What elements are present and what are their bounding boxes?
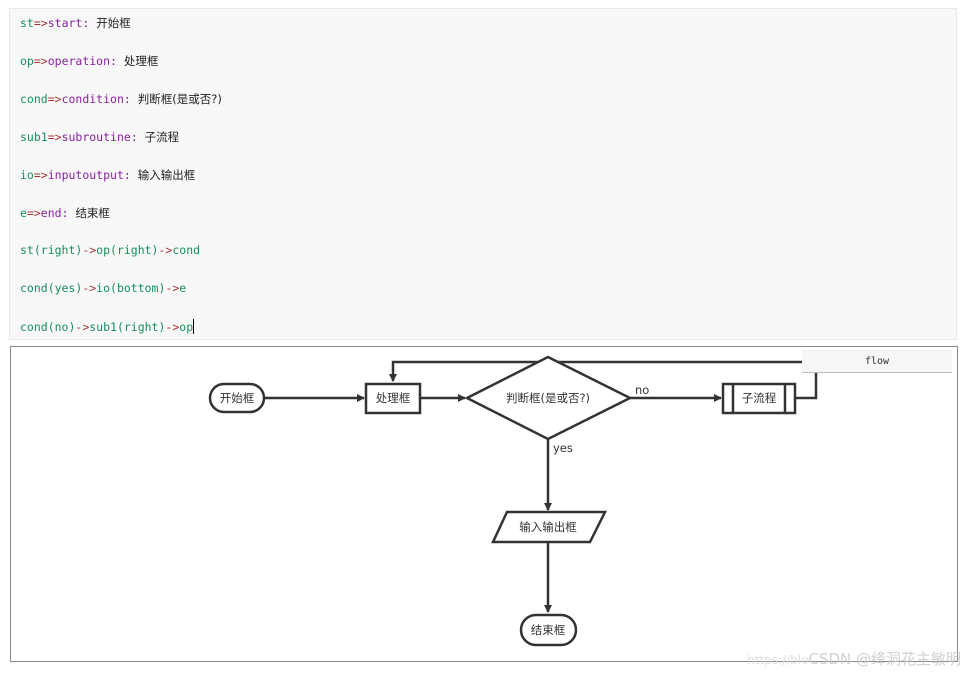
code-line: e=>end: 结束框 [20,206,110,220]
no-label: no [635,383,649,397]
code-line: sub1=>subroutine: 子流程 [20,130,180,144]
inputoutput-node [491,510,608,544]
condition-node [464,355,633,441]
start-node [208,382,266,414]
code-line: cond=>condition: 判断框(是或否?) [20,92,222,106]
code-line: io=>inputoutput: 输入输出框 [20,168,196,182]
code-line: st=>start: 开始框 [20,16,131,30]
code-line: op=>operation: 处理框 [20,54,159,68]
text-cursor [193,319,195,334]
inputoutput-label: 输入输出框 [519,520,577,534]
operation-node [364,382,422,415]
flow-tab[interactable]: flow [802,350,952,373]
code-line: st(right)->op(right)->cond [20,243,201,257]
operation-label: 处理框 [376,391,411,405]
subroutine-label: 子流程 [742,391,777,405]
start-label: 开始框 [220,391,255,405]
condition-label: 判断框(是或否?) [506,391,590,405]
code-line: cond(no)->sub1(right)->op [20,319,195,334]
code-editor[interactable]: st=>start: 开始框 op=>operation: 处理框 cond=>… [9,8,957,340]
watermark: https://bloCSDN @绛洞花主敏明 [747,650,961,668]
flowchart-preview [10,346,958,662]
end-node [519,613,578,647]
subroutine-node [721,382,797,415]
code-line: cond(yes)->io(bottom)->e [20,281,187,295]
yes-label: yes [553,441,573,455]
end-label: 结束框 [531,623,566,637]
